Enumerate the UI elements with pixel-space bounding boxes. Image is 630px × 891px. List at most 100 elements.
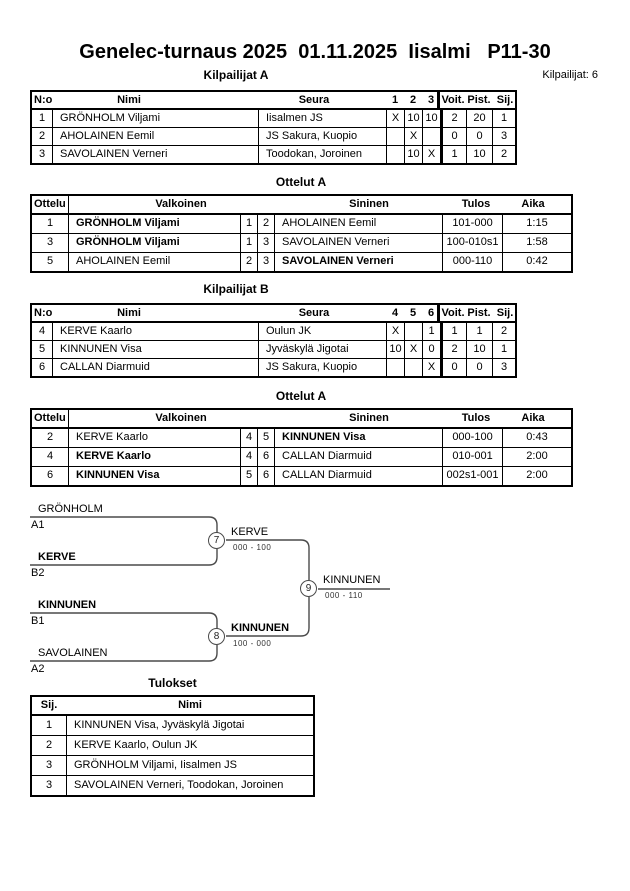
cell-match-no: 5: [46, 255, 54, 267]
cell-m3: [422, 128, 440, 145]
col-club: Seura: [298, 307, 330, 319]
competitors-count: Kilpailijat: 6: [542, 69, 598, 81]
cell-white-no: 1: [240, 234, 257, 252]
cell-m2: X: [404, 128, 422, 145]
cell-wins: 2: [440, 341, 466, 358]
match-7-circle: 7: [208, 532, 225, 549]
cell-blue-name: CALLAN Diarmuid: [274, 448, 442, 466]
final-score: 000 - 110: [325, 591, 363, 600]
cell-white-no: 5: [240, 467, 257, 485]
competitor-row: 4 KERVE Kaarlo Oulun JK X 1 1 1 2: [32, 323, 515, 340]
results-heading: Tulokset: [148, 676, 197, 690]
group-divider: [437, 305, 440, 321]
competitors-table-b-header: N:o Nimi Seura 4 5 6 Voit. Pist. Sij.: [32, 305, 515, 323]
semi1-winner: KERVE: [231, 526, 269, 538]
cell-result: 000-110: [442, 253, 502, 271]
cell-points: 1: [466, 323, 492, 340]
col-m3: 3: [427, 94, 435, 106]
bracket-entry-a2: SAVOLAINEN: [38, 647, 108, 659]
cell-name: KERVE Kaarlo, Oulun JK: [66, 736, 313, 755]
cell-points: 20: [466, 110, 492, 127]
cell-points: 10: [466, 146, 492, 163]
cell-name: KINNUNEN Visa, Jyväskylä Jigotai: [66, 716, 313, 735]
cell-club: Oulun JK: [258, 323, 386, 340]
col-white: Valkoinen: [155, 198, 207, 210]
col-time: Aika: [521, 412, 545, 424]
cell-white-name: AHOLAINEN Eemil: [68, 253, 240, 271]
group-b-heading: Kilpailijat B: [203, 282, 269, 296]
cell-match-no: 1: [46, 217, 54, 229]
match-row: 6 KINNUNEN Visa 5 6 CALLAN Diarmuid 002s…: [32, 466, 571, 485]
cell-blue-no: 2: [257, 215, 274, 233]
cell-blue-name: KINNUNEN Visa: [274, 429, 442, 447]
cell-white-name: KERVE Kaarlo: [68, 448, 240, 466]
matches-b-heading: Ottelut A: [275, 389, 327, 403]
cell-m1: X: [386, 323, 404, 340]
result-row: 2 KERVE Kaarlo, Oulun JK: [32, 735, 313, 755]
match-row: 5 AHOLAINEN Eemil 2 3 SAVOLAINEN Verneri…: [32, 252, 571, 271]
match-row: 3 GRÖNHOLM Viljami 1 3 SAVOLAINEN Verner…: [32, 233, 571, 252]
competitors-table-b: N:o Nimi Seura 4 5 6 Voit. Pist. Sij. 4 …: [30, 303, 517, 378]
cell-name: SAVOLAINEN Verneri, Toodokan, Joroinen: [66, 776, 313, 795]
cell-place: 3: [492, 128, 515, 145]
cell-name: GRÖNHOLM Viljami: [52, 110, 258, 127]
matches-table-b: Ottelu Valkoinen Sininen Tulos Aika 2 KE…: [30, 408, 573, 487]
col-place: Sij.: [496, 307, 514, 319]
competitor-row: 5 KINNUNEN Visa Jyväskylä Jigotai 10 X 0…: [32, 340, 515, 358]
page-title: Genelec-turnaus 2025 01.11.2025 Iisalmi …: [79, 41, 551, 63]
cell-m1: 10: [386, 341, 404, 358]
col-m1: 4: [391, 307, 399, 319]
col-no: N:o: [34, 307, 53, 319]
cell-result: 101-000: [442, 215, 502, 233]
cell-white-name: KINNUNEN Visa: [68, 467, 240, 485]
cell-wins: 2: [440, 110, 466, 127]
col-place: Sij.: [496, 94, 514, 106]
cell-blue-no: 5: [257, 429, 274, 447]
cell-points: 0: [466, 128, 492, 145]
cell-white-no: 4: [240, 448, 257, 466]
results-table-header: Sij. Nimi: [32, 697, 313, 716]
cell-m1: [386, 146, 404, 163]
cell-blue-name: CALLAN Diarmuid: [274, 467, 442, 485]
cell-m3: 0: [422, 341, 440, 358]
result-row: 3 SAVOLAINEN Verneri, Toodokan, Joroinen: [32, 775, 313, 795]
cell-match-no: 2: [46, 431, 54, 443]
cell-time: 0:42: [502, 253, 571, 271]
cell-white-name: KERVE Kaarlo: [68, 429, 240, 447]
cell-name: AHOLAINEN Eemil: [52, 128, 258, 145]
cell-m3: 10: [422, 110, 440, 127]
competitor-row: 6 CALLAN Diarmuid JS Sakura, Kuopio X 0 …: [32, 358, 515, 376]
cell-match-no: 4: [46, 450, 54, 462]
results-table: Sij. Nimi 1 KINNUNEN Visa, Jyväskylä Jig…: [30, 695, 315, 797]
cell-time: 1:15: [502, 215, 571, 233]
cell-m2: X: [404, 341, 422, 358]
col-name: Nimi: [117, 94, 141, 106]
matches-a-heading: Ottelut A: [275, 175, 327, 189]
cell-white-no: 4: [240, 429, 257, 447]
bracket-seed-b2: B2: [31, 567, 45, 579]
competitors-table-a-header: N:o Nimi Seura 1 2 3 Voit. Pist. Sij.: [32, 92, 515, 110]
cell-name: GRÖNHOLM Viljami, Iisalmen JS: [66, 756, 313, 775]
cell-place: 1: [492, 110, 515, 127]
cell-m2: [404, 359, 422, 376]
bracket-seed-a2: A2: [31, 663, 45, 675]
cell-name: SAVOLAINEN Verneri: [52, 146, 258, 163]
cell-blue-name: SAVOLAINEN Verneri: [274, 234, 442, 252]
cell-place: 3: [492, 359, 515, 376]
cell-result: 010-001: [442, 448, 502, 466]
cell-no: 2: [38, 130, 46, 142]
cell-club: Jyväskylä Jigotai: [258, 341, 386, 358]
col-club: Seura: [298, 94, 330, 106]
result-row: 3 GRÖNHOLM Viljami, Iisalmen JS: [32, 755, 313, 775]
cell-club: Iisalmen JS: [258, 110, 386, 127]
cell-time: 2:00: [502, 467, 571, 485]
cell-result: 000-100: [442, 429, 502, 447]
cell-m2: 10: [404, 110, 422, 127]
header-divider: [68, 196, 69, 213]
cell-result: 002s1-001: [442, 467, 502, 485]
cell-m1: [386, 359, 404, 376]
semi1-score: 000 - 100: [233, 543, 272, 552]
header-divider: [68, 410, 69, 427]
cell-name: CALLAN Diarmuid: [52, 359, 258, 376]
